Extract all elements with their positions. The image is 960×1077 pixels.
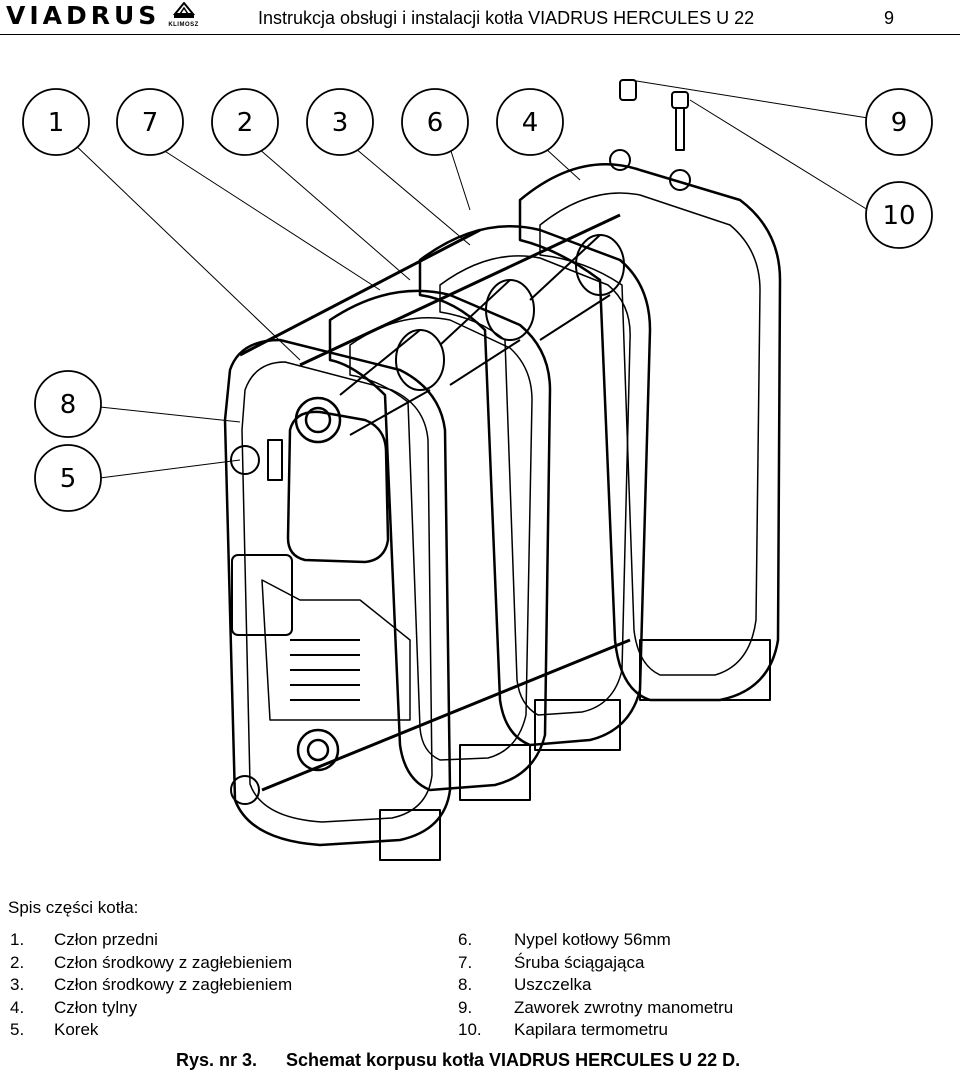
front-section-drawing <box>223 338 452 861</box>
figure-number: Rys. nr 3. <box>176 1050 258 1070</box>
item-label: Nypel kotłowy 56mm <box>514 930 671 949</box>
item-number: 10. <box>458 1020 482 1039</box>
header-rule <box>0 34 960 35</box>
callout-8-circle <box>34 370 102 438</box>
middle-section-2-drawing <box>328 289 552 801</box>
item-number: 3. <box>10 975 25 994</box>
callout-label: 9 <box>891 108 908 138</box>
figure-caption-text: Schemat korpusu kotła VIADRUS HERCULES U… <box>286 1050 741 1070</box>
item-label: Uszczelka <box>514 975 592 994</box>
callout-label: 7 <box>142 108 159 138</box>
callout-9-circle <box>865 88 933 156</box>
callout-7-circle <box>116 88 184 156</box>
list-item: 3. Człon środkowy z zagłebieniem <box>10 975 292 998</box>
list-item: 1. Człon przedni <box>10 930 292 953</box>
page-number: 9 <box>884 8 895 28</box>
callout-label: 8 <box>60 390 77 420</box>
parts-list-title: Spis części kotła: <box>8 898 139 917</box>
callout-leaders <box>69 79 869 479</box>
list-item: 4. Człon tylny <box>10 998 292 1021</box>
middle-section-3-drawing <box>418 225 652 751</box>
list-item: 9. Zaworek zwrotny manometru <box>458 998 733 1021</box>
list-item: 2. Człon środkowy z zagłebieniem <box>10 953 292 976</box>
callout-label: 10 <box>882 201 915 231</box>
callout-4-circle <box>496 88 564 156</box>
callout-3-circle <box>306 88 374 156</box>
callout-label: 2 <box>237 108 254 138</box>
item-label: Śruba ściągająca <box>514 952 645 972</box>
callout-1-circle <box>22 88 90 156</box>
list-item: 5. Korek <box>10 1020 292 1043</box>
callout-6-circle <box>401 88 469 156</box>
tie-rod-drawing <box>239 213 631 792</box>
item-label: Kapilara termometru <box>514 1020 669 1039</box>
item-number: 7. <box>458 952 473 972</box>
parts-list-right: 6.Nypel kotłowy 56mm 7.Śruba ściągająca … <box>458 930 733 1043</box>
callout-label: 3 <box>332 108 349 138</box>
page-header: VIADRUS KLIMOSZ Instrukcja obsługi i ins… <box>0 0 960 38</box>
viadrus-logo: VIADRUS KLIMOSZ <box>6 0 199 30</box>
item-label: Człon przedni <box>54 930 158 949</box>
item-number: 8. <box>458 975 473 994</box>
item-number: 5. <box>10 1020 25 1039</box>
item-number: 1. <box>10 930 25 949</box>
callout-label: 6 <box>427 108 444 138</box>
item-label: Zaworek zwrotny manometru <box>514 997 734 1017</box>
plug-drawing <box>230 439 283 805</box>
item-label: Człon środkowy z zagłebieniem <box>54 952 293 972</box>
callout-5-circle <box>34 444 102 512</box>
list-item: 6. Nypel kotłowy 56mm <box>458 930 733 953</box>
document-title: Instrukcja obsługi i instalacji kotła VI… <box>258 8 755 28</box>
figure-caption: Rys. nr 3. Schemat korpusu kotła VIADRUS … <box>176 1050 740 1071</box>
callout-label: 4 <box>522 108 539 138</box>
item-number: 6. <box>458 930 473 949</box>
klimosz-logo-icon: KLIMOSZ <box>168 2 199 28</box>
item-label: Korek <box>54 1020 99 1039</box>
boiler-nipple-drawing <box>339 234 625 436</box>
item-number: 2. <box>10 952 25 972</box>
item-label: Człon tylny <box>54 997 138 1017</box>
list-item: 10. Kapilara termometru <box>458 1020 733 1043</box>
item-number: 4. <box>10 997 25 1017</box>
callout-10-circle <box>865 181 933 249</box>
list-item: 8. Uszczelka <box>458 975 733 998</box>
parts-list-left: 1. Człon przedni 2. Człon środkowy z zagłe… <box>10 930 292 1043</box>
callout-2-circle <box>211 88 279 156</box>
boiler-body-drawing: 1 7 2 3 6 4 9 10 8 5 <box>22 79 933 861</box>
item-number: 9. <box>458 997 473 1017</box>
callout-label: 1 <box>48 108 65 138</box>
list-item: 7. Śruba ściągająca <box>458 953 733 976</box>
logo-sub-label: KLIMOSZ <box>168 22 199 28</box>
check-valve-drawing <box>609 79 691 191</box>
callout-label: 5 <box>60 464 77 494</box>
logo-wordmark: VIADRUS <box>6 0 161 30</box>
item-label: Człon środkowy z zagłebieniem <box>54 975 293 994</box>
